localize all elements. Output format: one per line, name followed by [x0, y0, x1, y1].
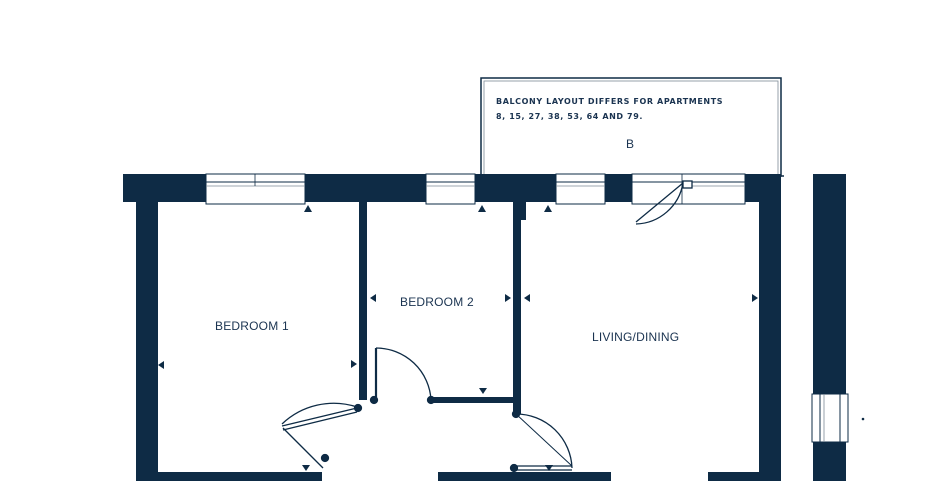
arrow-marker-icon	[545, 465, 553, 471]
door-swing-icon	[369, 347, 436, 405]
arrow-marker-icon	[478, 205, 486, 212]
door-swing-icon	[635, 180, 693, 225]
arrow-marker-icon	[302, 465, 310, 471]
arrow-markers	[158, 205, 758, 471]
window-icon	[811, 393, 849, 443]
balcony-label: B	[626, 137, 634, 151]
window-icon	[205, 173, 306, 205]
window-icon	[425, 173, 476, 205]
arrow-marker-icon	[351, 360, 357, 368]
arrow-marker-icon	[158, 361, 164, 369]
dot-icon	[861, 417, 865, 421]
door-swing-icon	[281, 402, 363, 469]
room-label-bedroom-1: BEDROOM 1	[215, 319, 289, 333]
balcony	[478, 77, 784, 177]
arrow-marker-icon	[505, 294, 511, 302]
window-icon	[631, 173, 746, 205]
arrow-marker-icon	[752, 294, 758, 302]
arrow-marker-icon	[304, 205, 312, 212]
arrow-marker-icon	[479, 388, 487, 394]
room-label-bedroom-2: BEDROOM 2	[400, 295, 474, 309]
arrow-marker-icon	[544, 205, 552, 212]
arrow-marker-icon	[524, 294, 530, 302]
arrow-marker-icon	[370, 294, 376, 302]
balcony-note-line1: BALCONY LAYOUT DIFFERS FOR APARTMENTS	[496, 97, 723, 106]
balcony-note-line2: 8, 15, 27, 38, 53, 64 AND 79.	[496, 112, 643, 121]
windows	[205, 173, 865, 443]
doors	[281, 180, 693, 473]
room-label-living-dining: LIVING/DINING	[592, 330, 679, 344]
door-swing-icon	[509, 409, 573, 473]
window-icon	[555, 173, 606, 205]
